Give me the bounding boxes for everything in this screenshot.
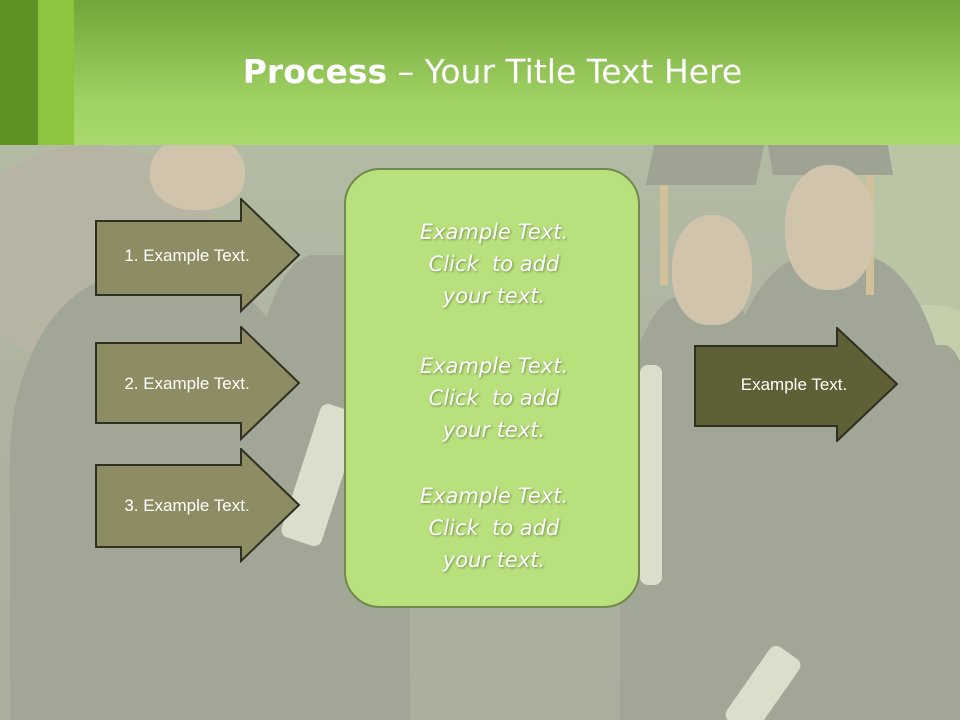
accent-strip-dark (0, 0, 38, 145)
arrow-shape (95, 198, 301, 313)
left-arrow-3[interactable]: 3. Example Text. (95, 448, 301, 563)
left-arrow-1[interactable]: 1. Example Text. (95, 198, 301, 313)
left-arrow-2[interactable]: 2. Example Text. (95, 326, 301, 441)
accent-strip-light (38, 0, 74, 145)
text-block-1: Example Text. Click to add your text. (346, 216, 642, 312)
arrow-label: Example Text. (740, 374, 848, 394)
title-bold: Process (242, 52, 388, 91)
arrow-shape (95, 326, 301, 441)
block-line: Click to add (428, 516, 560, 540)
block-line: Click to add (428, 386, 560, 410)
text-block-2: Example Text. Click to add your text. (346, 350, 642, 446)
block-line: your text. (442, 418, 546, 442)
arrow-shape (694, 327, 899, 442)
block-line: your text. (442, 548, 546, 572)
block-line: your text. (442, 284, 546, 308)
block-line: Example Text. (419, 354, 569, 378)
arrow-label: 1. Example Text. (124, 245, 250, 265)
arrow-label: 3. Example Text. (124, 495, 250, 515)
center-text-box[interactable]: Example Text. Click to add your text. Ex… (344, 168, 640, 608)
text-block-3: Example Text. Click to add your text. (346, 480, 642, 576)
title-rest: – Your Title Text Here (387, 52, 743, 91)
slide-title[interactable]: Process – Your Title Text Here (0, 52, 960, 91)
block-line: Click to add (428, 252, 560, 276)
arrow-label: 2. Example Text. (124, 373, 250, 393)
block-line: Example Text. (419, 484, 569, 508)
arrow-shape (95, 448, 301, 563)
right-arrow[interactable]: Example Text. (694, 327, 900, 442)
title-bar: Process – Your Title Text Here (0, 0, 960, 145)
block-line: Example Text. (419, 220, 569, 244)
